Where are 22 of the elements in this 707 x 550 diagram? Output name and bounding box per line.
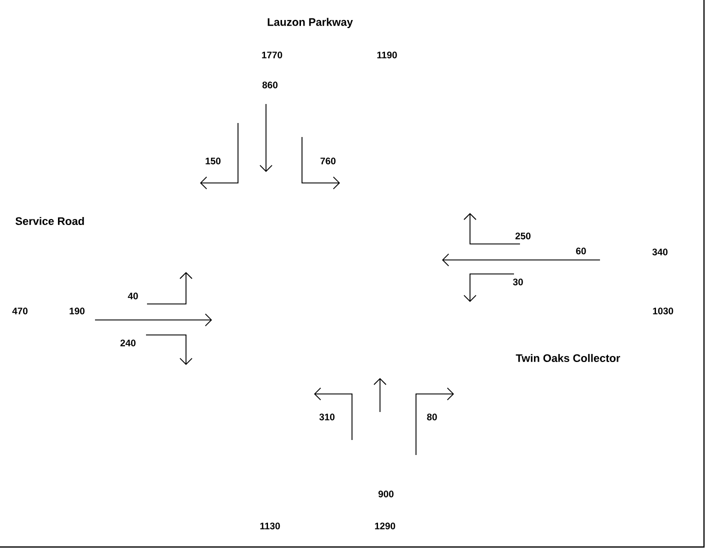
volume-label: 1290 — [375, 522, 396, 530]
volume-label: 60 — [576, 248, 586, 254]
volume-label: 1190 — [377, 52, 397, 58]
volume-label: 760 — [320, 158, 336, 164]
volume-label: 30 — [512, 278, 523, 286]
road-name: Lauzon Parkway — [268, 18, 353, 28]
volume-label: 310 — [319, 414, 334, 420]
volume-label: 340 — [652, 248, 668, 256]
volume-label: 860 — [262, 82, 278, 88]
volume-label: 1130 — [260, 522, 280, 530]
volume-label: 470 — [12, 308, 28, 314]
road-name: Twin Oaks Collector — [516, 354, 620, 362]
volume-label: 250 — [515, 232, 530, 240]
volume-label: 80 — [427, 414, 437, 420]
volume-label: 190 — [70, 308, 84, 314]
volume-label: 240 — [120, 340, 136, 346]
volume-label: 150 — [206, 158, 220, 164]
volume-label: 1030 — [653, 308, 674, 314]
volume-label: 1770 — [262, 52, 282, 58]
volume-label: 900 — [378, 490, 394, 498]
volume-label: 40 — [128, 292, 138, 300]
road-name: Service Road — [16, 216, 84, 226]
